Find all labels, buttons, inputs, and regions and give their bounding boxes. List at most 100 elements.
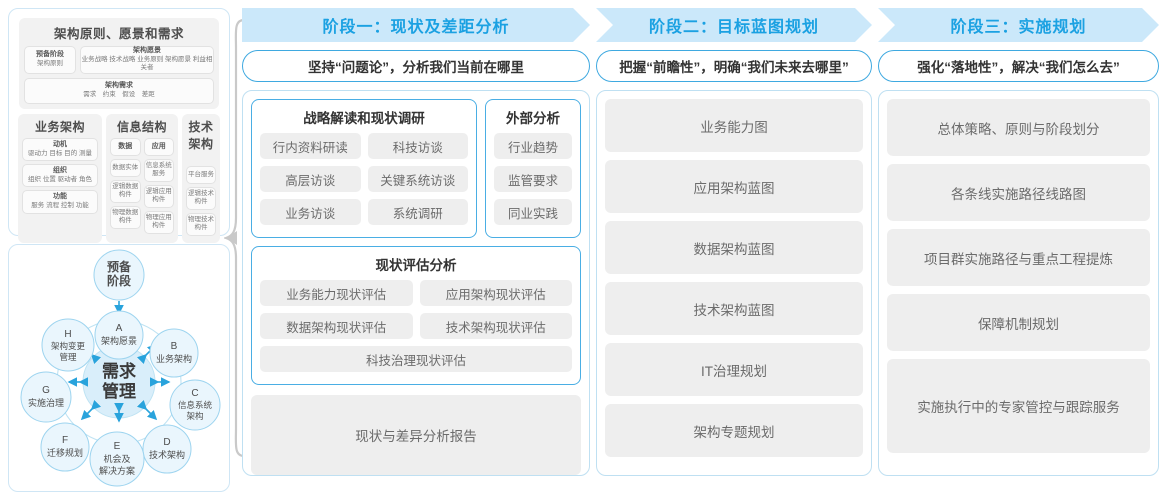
- cycle-prelim-line1: 预备: [107, 259, 132, 274]
- data-entity-box: 数据实体: [110, 159, 141, 177]
- chip-business-interview[interactable]: 业务访谈: [260, 199, 361, 225]
- external-analysis-row-1: 行业趋势: [494, 133, 572, 159]
- brace-connector: [224, 18, 245, 458]
- architecture-vision-heading: 架构愿景: [133, 47, 161, 55]
- prep-phase-heading: 预备阶段: [36, 51, 64, 59]
- stage-3-subtitle: 强化“落地性”，解决“我们怎么去”: [878, 50, 1159, 82]
- item-data-architecture-blueprint[interactable]: 数据架构蓝图: [605, 221, 863, 274]
- chip-internal-doc-study[interactable]: 行内资料研读: [260, 133, 361, 159]
- motivation-items: 驱动力 目标 目的 测量: [28, 149, 92, 157]
- information-structure-title: 信息结构: [116, 120, 167, 134]
- cycle-node-B-key: B: [171, 341, 178, 352]
- cycle-node-G-label: 实施治理: [28, 397, 64, 408]
- physical-technology-component-box: 物理技术构件: [186, 212, 216, 236]
- item-application-architecture-blueprint[interactable]: 应用架构蓝图: [605, 160, 863, 213]
- assessment-row-2: 数据架构现状评估 技术架构现状评估: [260, 313, 572, 339]
- logical-technology-component-label: 逻辑技术构件: [188, 190, 214, 206]
- item-assurance-mechanism-planning[interactable]: 保障机制规划: [887, 294, 1150, 351]
- cycle-node-H-key: H: [64, 329, 71, 340]
- adm-cycle-diagram: 需求 管理 预备 阶段 A 架构愿景: [20, 249, 221, 487]
- stage-1-subtitle: 坚持“问题论”，分析我们当前在哪里: [242, 50, 590, 82]
- stage-2-body: 业务能力图 应用架构蓝图 数据架构蓝图 技术架构蓝图 IT治理规划 架构专题规划: [596, 90, 872, 476]
- data-entity-label: 数据实体: [112, 163, 139, 171]
- application-heading: 应用: [151, 142, 166, 150]
- architecture-requirements-items: 需求 约束 假设 差距: [83, 91, 155, 99]
- information-system-service-label: 信息系统服务: [145, 162, 172, 178]
- chip-tech-interview[interactable]: 科技访谈: [367, 133, 468, 159]
- chip-data-architecture-assessment[interactable]: 数据架构现状评估: [260, 313, 413, 339]
- cycle-center-line2: 管理: [102, 381, 136, 401]
- stage-2: 阶段二：目标蓝图规划 把握“前瞻性”，明确“我们未来去哪里” 业务能力图 应用架…: [596, 8, 872, 476]
- organization-heading: 组织: [53, 167, 67, 175]
- physical-technology-component-label: 物理技术构件: [188, 215, 214, 232]
- prep-phase-items: 架构原则: [37, 60, 63, 68]
- architecture-vision-items: 业务战略 技术战略 业务原则 架构愿景 利益相关者: [81, 55, 213, 72]
- chip-key-system-interview[interactable]: 关键系统访谈: [367, 166, 468, 192]
- chip-exec-interview[interactable]: 高层访谈: [260, 166, 361, 192]
- physical-application-component-label: 物理应用构件: [145, 213, 172, 230]
- stage-2-item-list: 业务能力图 应用架构蓝图 数据架构蓝图 技术架构蓝图 IT治理规划 架构专题规划: [605, 99, 863, 457]
- cycle-node-B-label: 业务架构: [156, 353, 192, 364]
- cycle-node-D-key: D: [163, 437, 170, 448]
- stage-2-banner: 阶段二：目标蓝图规划: [596, 8, 872, 42]
- stage-3: 阶段三：实施规划 强化“落地性”，解决“我们怎么去” 总体策略、原则与阶段划分 …: [878, 8, 1159, 476]
- chip-peer-practice[interactable]: 同业实践: [494, 199, 572, 225]
- assessment-row-3: 科技治理现状评估: [260, 346, 572, 372]
- strategy-research-card: 战略解读和现状调研 行内资料研读 科技访谈 高层访谈 关键系统访谈 业务访谈 系…: [251, 99, 477, 238]
- adm-cycle-panel: 需求 管理 预备 阶段 A 架构愿景: [8, 244, 230, 492]
- chip-tech-governance-assessment[interactable]: 科技治理现状评估: [260, 346, 572, 372]
- cycle-node-H-label-2: 管理: [59, 352, 77, 362]
- chip-technology-architecture-assessment[interactable]: 技术架构现状评估: [419, 313, 572, 339]
- cycle-node-A-key: A: [116, 323, 123, 334]
- chip-system-research[interactable]: 系统调研: [367, 199, 468, 225]
- chip-industry-trend[interactable]: 行业趋势: [494, 133, 572, 159]
- stage-3-body: 总体策略、原则与阶段划分 各条线实施路径线路图 项目群实施路径与重点工程提炼 保…: [878, 90, 1159, 476]
- strategy-research-group: 战略解读和现状调研 行内资料研读 科技访谈 高层访谈 关键系统访谈 业务访谈 系…: [251, 99, 477, 238]
- physical-data-component-box: 物理数据构件: [110, 205, 141, 229]
- item-program-path-key-projects[interactable]: 项目群实施路径与重点工程提炼: [887, 229, 1150, 286]
- logical-application-component-label: 逻辑应用构件: [145, 187, 172, 204]
- item-line-implementation-roadmap[interactable]: 各条线实施路径线路图: [887, 164, 1150, 221]
- cycle-node-E-label-1: 机会及: [103, 453, 130, 464]
- cycle-node-E-label-2: 解决方案: [99, 465, 135, 476]
- logical-technology-component-box: 逻辑技术构件: [186, 187, 216, 210]
- item-technology-architecture-blueprint[interactable]: 技术架构蓝图: [605, 282, 863, 335]
- logical-data-component-label: 逻辑数据构件: [112, 183, 139, 199]
- item-overall-strategy-principles-phases[interactable]: 总体策略、原则与阶段划分: [887, 99, 1150, 156]
- item-business-capability-map[interactable]: 业务能力图: [605, 99, 863, 152]
- external-analysis-card: 外部分析 行业趋势 监管要求 同业实践: [485, 99, 581, 238]
- chip-regulatory-requirement[interactable]: 监管要求: [494, 166, 572, 192]
- architecture-principles-section: 架构原则、愿景和需求 预备阶段 架构原则 架构愿景 业务战略 技术战略 业务原则…: [19, 18, 219, 109]
- application-subcolumn: 应用 信息系统服务 逻辑应用构件 物理应用构件: [143, 138, 174, 237]
- gap-analysis-report[interactable]: 现状与差异分析报告: [251, 395, 581, 475]
- cycle-node-C-key: C: [191, 388, 198, 399]
- item-it-governance-planning[interactable]: IT治理规划: [605, 343, 863, 396]
- information-structure-subcolumns: 数据 数据实体 逻辑数据构件 物理数据构件: [110, 138, 174, 237]
- cycle-node-A-label: 架构愿景: [101, 335, 137, 346]
- stage-3-banner: 阶段三：实施规划: [878, 8, 1159, 42]
- architecture-requirements-box: 架构需求 需求 约束 假设 差距: [24, 78, 214, 104]
- item-architecture-topic-planning[interactable]: 架构专题规划: [605, 404, 863, 457]
- information-structure-column: 信息结构 数据 数据实体 逻辑数据构件: [106, 114, 178, 243]
- stage-1-body: 战略解读和现状调研 行内资料研读 科技访谈 高层访谈 关键系统访谈 业务访谈 系…: [242, 90, 590, 476]
- chip-business-capability-assessment[interactable]: 业务能力现状评估: [260, 280, 413, 306]
- organization-items: 组织 位置 驱动者 角色: [28, 175, 92, 183]
- platform-service-label: 平台服务: [188, 170, 214, 178]
- function-items: 服务 流程 控制 功能: [31, 202, 89, 210]
- data-heading: 数据: [118, 142, 133, 150]
- data-subcolumn: 数据 数据实体 逻辑数据构件 物理数据构件: [110, 138, 141, 237]
- organization-box: 组织 组织 位置 驱动者 角色: [22, 164, 98, 188]
- strategy-research-row-1: 行内资料研读 科技访谈: [260, 133, 468, 159]
- cycle-node-G-key: G: [42, 385, 50, 396]
- business-architecture-column: 业务架构 动机 驱动力 目标 目的 测量 组织 组织 位置 驱动者 角色 功能 …: [18, 114, 102, 243]
- stage-1: 阶段一：现状及差距分析 坚持“问题论”，分析我们当前在哪里 战略解读和现状调研 …: [242, 8, 590, 476]
- cycle-node-D-label: 技术架构: [149, 449, 185, 460]
- motivation-box: 动机 驱动力 目标 目的 测量: [22, 138, 98, 162]
- togaf-domain-columns: 业务架构 动机 驱动力 目标 目的 测量 组织 组织 位置 驱动者 角色 功能 …: [15, 114, 223, 243]
- togaf-row-1: 预备阶段 架构原则 架构愿景 业务战略 技术战略 业务原则 架构愿景 利益相关者: [24, 46, 214, 74]
- item-expert-control-tracking-service[interactable]: 实施执行中的专家管控与跟踪服务: [887, 359, 1150, 453]
- chip-application-architecture-assessment[interactable]: 应用架构现状评估: [419, 280, 572, 306]
- current-state-assessment-title: 现状评估分析: [375, 258, 457, 273]
- cycle-node-E-key: E: [114, 441, 121, 452]
